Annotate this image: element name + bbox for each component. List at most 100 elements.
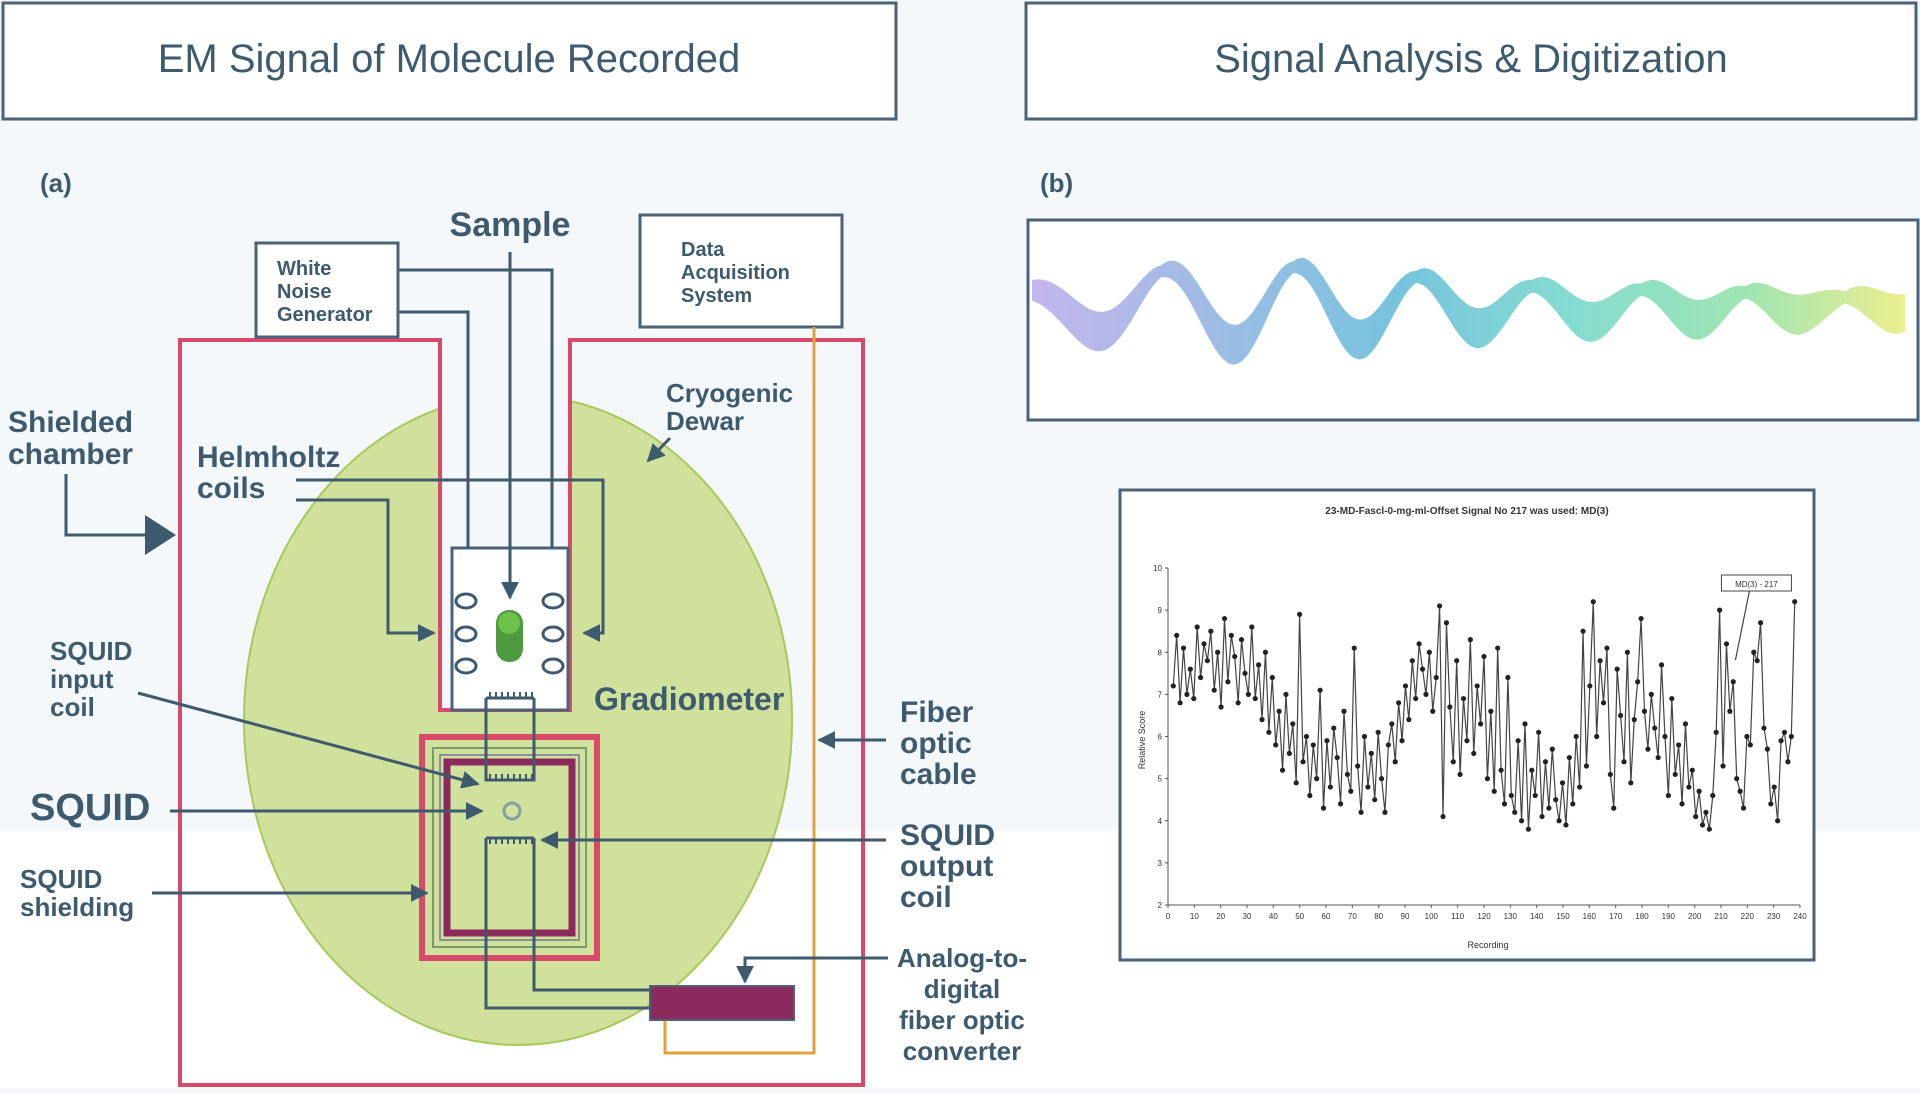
x-tick-label: 50 [1295,912,1304,921]
squid-sensor [502,801,522,821]
data-point [1443,620,1450,626]
data-point [1747,742,1753,748]
data-point [1252,695,1258,702]
data-point [1498,767,1504,773]
data-point [1628,780,1634,786]
data-point [1518,818,1525,824]
data-point [1351,645,1357,651]
data-point [1433,674,1439,681]
data-point [1341,708,1347,714]
data-point [1454,658,1460,664]
annotation-box [1720,574,1792,592]
x-tick-label: 200 [1688,912,1702,921]
data-point [1737,788,1743,794]
data-point [1744,733,1750,740]
data-point [1631,717,1637,723]
data-point [1525,826,1531,832]
x-tick-label: 30 [1243,912,1252,921]
header-right: Signal Analysis & Digitization [1214,37,1728,81]
data-point [1416,641,1422,647]
shielded-chamber-line-1: Shielded [8,406,133,439]
white-noise-generator-box [254,241,400,339]
x-tick-label: 90 [1401,912,1410,921]
x-tick-label: 180 [1635,912,1649,921]
data-point [1406,717,1412,723]
data-point [1512,809,1518,815]
data-point [1501,801,1508,807]
data-point [1307,792,1313,799]
x-tick-label: 110 [1451,912,1464,921]
cryogenic-dewar-line-2: Dewar [666,406,744,436]
data-point [1368,750,1374,756]
data-point [1563,822,1569,828]
data-point [1310,742,1316,748]
data-point [1713,729,1719,735]
data-point [1389,721,1395,727]
data-point [1177,700,1183,706]
sample-vial-cap [498,612,520,634]
data-point [1682,721,1689,727]
squid-input-line-2: input [50,664,114,694]
x-tick-label: 100 [1425,912,1439,921]
x-tick-label: 140 [1530,912,1544,921]
data-point [1710,792,1716,799]
data-point [1699,822,1706,828]
data-point [1447,704,1453,710]
data-point [1655,754,1661,761]
adc-line-4: converter [903,1036,1022,1066]
data-point [1573,733,1579,740]
squid-shielding-ring [432,747,587,948]
data-point [1648,691,1654,697]
data-point [1536,729,1542,735]
data-point [1706,826,1712,832]
data-point [1392,759,1398,765]
data-point [1539,813,1545,820]
daq-line-2: Acquisition [681,262,790,284]
data-point [1249,624,1255,630]
data-point [1566,754,1572,761]
data-point [1768,801,1774,807]
squid-label: SQUID [30,787,150,829]
x-tick-label: 190 [1662,912,1676,921]
sample-label: Sample [450,206,571,244]
data-point [1583,763,1590,769]
data-point [1361,733,1368,740]
adc-line-3: fiber optic [899,1005,1025,1035]
squid-shielding-ring-2 [439,754,580,941]
data-point [1382,809,1388,815]
data-point [1242,670,1248,676]
data-point [1396,700,1402,706]
data-point [1641,708,1648,714]
helmholtz-line-2: coils [197,472,265,505]
daq-box [638,213,844,329]
data-point [1283,691,1289,697]
data-point [1484,776,1491,782]
data-point [1273,742,1279,748]
squid-input-line-3: coil [50,692,95,722]
data-point [1669,695,1675,702]
x-tick-label: 230 [1767,912,1781,921]
data-point [1597,658,1603,664]
data-point [1645,746,1651,752]
data-point [1235,700,1241,706]
squid-shielding-inner [443,758,576,937]
y-tick-label: 6 [1158,733,1163,742]
data-point [1689,767,1695,773]
waveform [1032,257,1905,365]
data-point [1771,784,1777,790]
data-point [1720,763,1726,769]
fiber-optic-cable [663,327,816,1055]
data-point [1290,721,1296,727]
data-point [1314,776,1320,782]
data-point [1197,674,1204,681]
data-point [1355,763,1361,769]
data-point [1529,767,1535,773]
data-point [1672,771,1678,778]
data-point [1344,771,1351,778]
data-point [1686,784,1692,790]
data-point [1614,666,1620,672]
data-point [1372,797,1378,803]
adc-line-2: digital [924,974,1001,1004]
data-point [1553,797,1559,803]
data-point [1327,784,1333,790]
